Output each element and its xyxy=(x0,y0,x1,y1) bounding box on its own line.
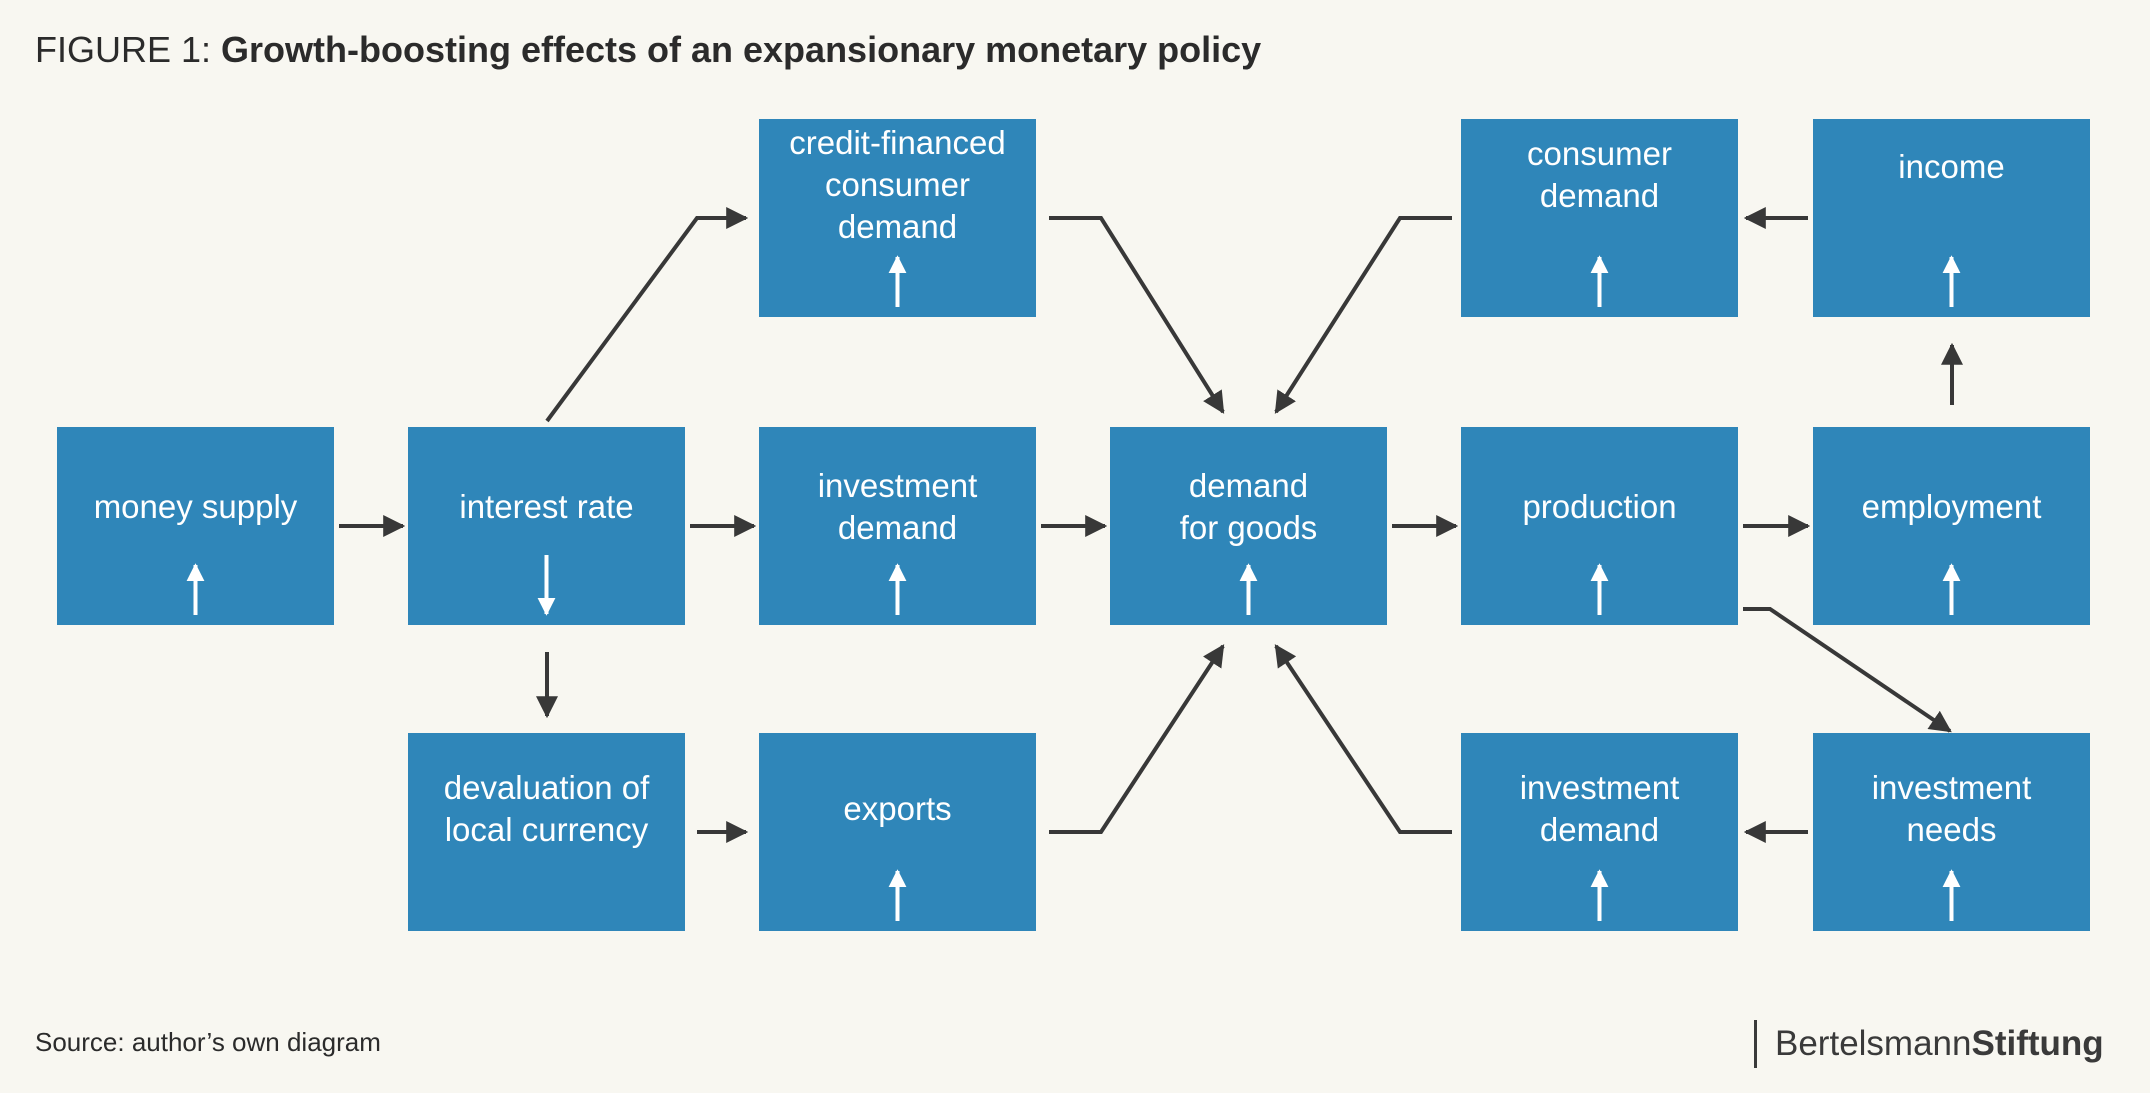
logo-text-light: Bertelsmann xyxy=(1775,1024,1972,1063)
node-employment xyxy=(1813,427,2090,625)
node-investment-demand-low xyxy=(1461,733,1738,931)
edge-exports-to-demand-for-goods xyxy=(1049,644,1225,834)
node-consumer-demand xyxy=(1461,119,1738,317)
node-box xyxy=(408,733,685,931)
node-devaluation xyxy=(408,733,685,931)
node-money-supply xyxy=(57,427,334,625)
edge-production-to-investment-needs xyxy=(1743,607,1952,733)
source-note: Source: author’s own diagram xyxy=(35,1027,381,1057)
title-text: Growth-boosting effects of an expansiona… xyxy=(221,29,1262,70)
edge-investment-demand-low-to-demand-for-goods xyxy=(1274,644,1452,834)
logo-divider xyxy=(1754,1020,1757,1068)
node-income xyxy=(1813,119,2090,317)
edge-layer xyxy=(339,207,1963,843)
node-layer xyxy=(57,119,2090,931)
edge-interest-rate-to-credit-consumer-demand xyxy=(545,207,749,423)
node-investment-needs xyxy=(1813,733,2090,931)
logo-text-bold: Stiftung xyxy=(1971,1024,2104,1063)
edge-credit-consumer-demand-to-demand-for-goods xyxy=(1049,216,1225,414)
node-exports xyxy=(759,733,1036,931)
title-prefix: FIGURE 1: xyxy=(35,29,222,70)
node-demand-for-goods xyxy=(1110,427,1387,625)
node-credit-consumer-demand xyxy=(759,119,1036,317)
edge-consumer-demand-to-demand-for-goods xyxy=(1274,216,1452,414)
figure-title: FIGURE 1: Growth-boosting effects of an … xyxy=(35,26,1261,74)
node-interest-rate xyxy=(408,427,685,625)
node-investment-demand-mid xyxy=(759,427,1036,625)
node-production xyxy=(1461,427,1738,625)
